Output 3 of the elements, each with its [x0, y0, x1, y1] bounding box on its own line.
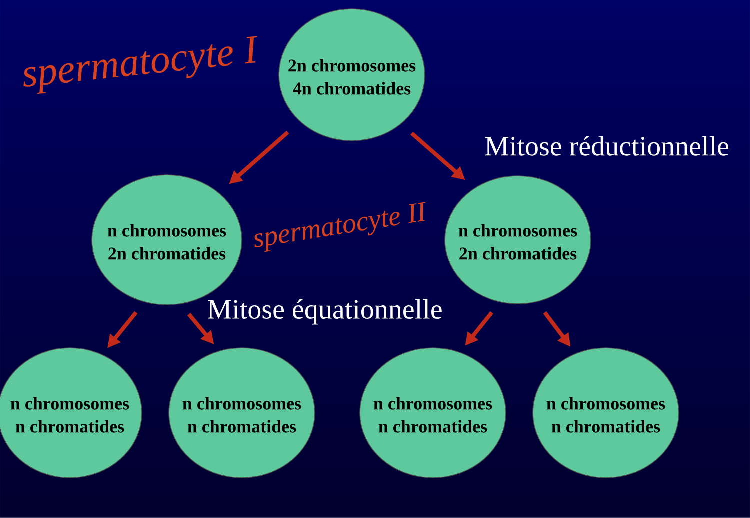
handwritten-note: spermatocyte II [254, 202, 426, 252]
handwritten-note: spermatocyte I [24, 36, 258, 94]
stage-label: Mitose réductionnelle [485, 136, 729, 156]
